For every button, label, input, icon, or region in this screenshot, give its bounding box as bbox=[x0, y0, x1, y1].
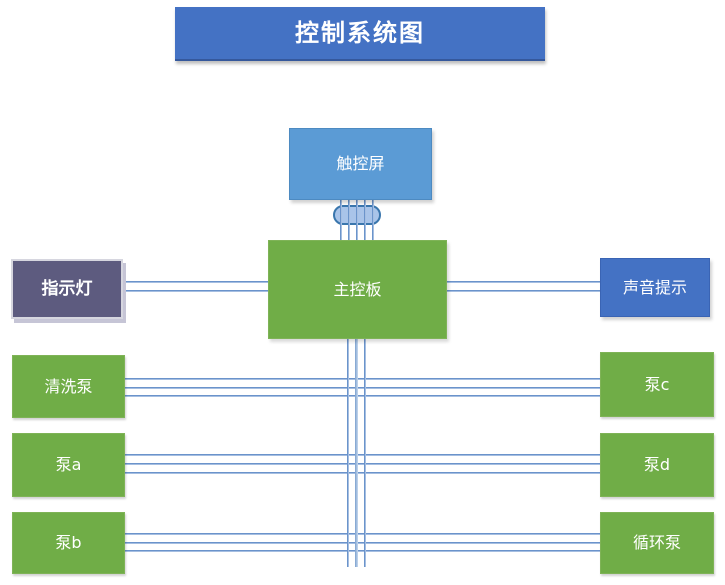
diagram-title: 控制系统图 bbox=[175, 7, 545, 61]
device-node-pump-d: 泵d bbox=[600, 433, 714, 497]
connector-line-horizontal bbox=[123, 472, 600, 474]
device-node-pump-a: 泵a bbox=[12, 433, 125, 497]
connector-line-horizontal bbox=[123, 454, 600, 456]
indicator-light-node: 指示灯 bbox=[11, 259, 123, 319]
bus-wire-vertical bbox=[364, 198, 366, 240]
connector-line-horizontal bbox=[123, 542, 600, 544]
sound-alert-node: 声音提示 bbox=[600, 258, 710, 317]
bus-wire-vertical bbox=[355, 337, 358, 567]
connector-line-horizontal bbox=[123, 533, 600, 535]
bus-wire-vertical bbox=[364, 337, 366, 567]
connector-line-horizontal bbox=[445, 281, 600, 283]
connector-line-horizontal bbox=[123, 387, 600, 389]
bus-wire-vertical bbox=[356, 198, 358, 240]
connector-line-horizontal bbox=[123, 395, 600, 397]
connector-line-horizontal bbox=[123, 463, 600, 465]
device-node-pump-c: 泵c bbox=[600, 352, 714, 417]
mainboard-node: 主控板 bbox=[268, 240, 447, 339]
bus-wire-vertical bbox=[347, 337, 349, 567]
device-node-pump-b: 泵b bbox=[12, 512, 125, 574]
bus-wire-vertical bbox=[348, 198, 350, 240]
bus-wire-vertical bbox=[372, 198, 374, 240]
touchscreen-node: 触控屏 bbox=[289, 128, 432, 200]
connector-line-horizontal bbox=[123, 290, 268, 292]
connector-line-horizontal bbox=[123, 550, 600, 552]
device-node-cleaning-pump: 清洗泵 bbox=[12, 355, 125, 418]
connector-line-horizontal bbox=[445, 290, 600, 292]
connector-line-horizontal bbox=[123, 281, 268, 283]
connector-line-horizontal bbox=[123, 378, 600, 380]
device-node-circulation-pump: 循环泵 bbox=[600, 512, 714, 574]
bus-wire-vertical bbox=[340, 198, 342, 240]
